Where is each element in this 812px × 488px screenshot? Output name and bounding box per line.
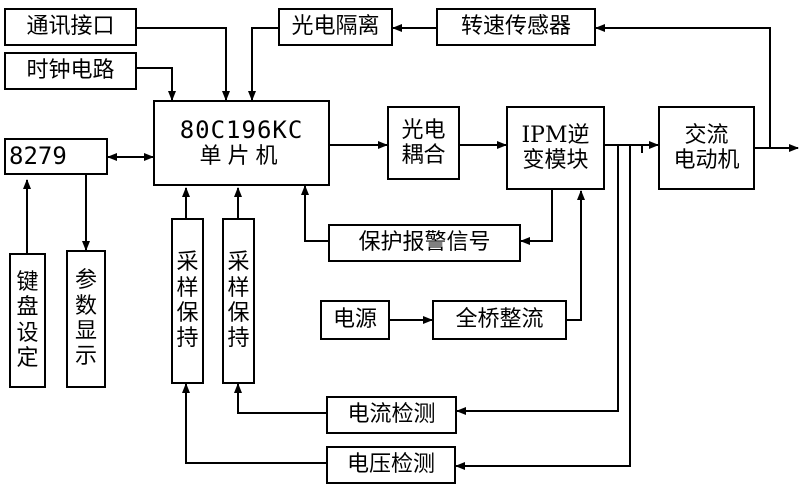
wire-line-to-voltage — [455, 145, 631, 470]
wire-isolation-to-mcu — [248, 27, 278, 101]
comm-interface-label: 通讯接口 — [26, 14, 115, 40]
wire-clock-to-mcu — [137, 67, 176, 101]
current-detect-label: 电流检测 — [347, 402, 436, 428]
wire-rectifier-to-ipm — [567, 190, 585, 321]
param-display-label: 参数显示 — [75, 268, 98, 370]
key-setting-label: 键盘设定 — [16, 269, 39, 371]
wire-comm-to-mcu — [137, 27, 230, 101]
speed-sensor-block: 转速传感器 — [436, 8, 596, 46]
sample-hold-2-block: 采样保持 — [222, 218, 255, 384]
sample-hold-2-label: 采样保持 — [227, 250, 250, 352]
photo-isolation-block: 光电隔离 — [278, 8, 393, 46]
clock-circuit-label: 时钟电路 — [26, 58, 115, 84]
voltage-detect-label: 电压检测 — [346, 452, 435, 478]
ac-motor-block: 交流 电动机 — [658, 106, 755, 190]
ipm-inverter-block: IPM逆 变模块 — [506, 106, 605, 190]
mcu-model-label: 80C196KC — [179, 115, 304, 144]
mcu-name-label: 单片机 — [199, 144, 284, 170]
full-bridge-block: 全桥整流 — [432, 300, 567, 340]
protect-alarm-block: 保护报警信号 — [328, 224, 521, 262]
chip-8279-label: 8279 — [9, 141, 67, 170]
sample-hold-1-block: 采样保持 — [171, 218, 204, 384]
photo-coupling-label: 光电 耦合 — [401, 117, 446, 168]
current-detect-block: 电流检测 — [326, 396, 457, 434]
ac-motor-label: 交流 电动机 — [673, 122, 740, 173]
chip-8279-block: 8279 — [4, 138, 108, 175]
photo-coupling-block: 光电 耦合 — [387, 106, 460, 180]
key-setting-block: 键盘设定 — [9, 253, 46, 388]
wire-voltage-to-sample1 — [182, 383, 326, 464]
power-source-block: 电源 — [320, 300, 390, 340]
clock-circuit-block: 时钟电路 — [4, 52, 137, 90]
sample-hold-1-label: 采样保持 — [176, 250, 199, 352]
comm-interface-block: 通讯接口 — [4, 8, 137, 46]
photo-isolation-label: 光电隔离 — [291, 14, 380, 40]
wire-current-to-sample2 — [234, 383, 326, 414]
speed-sensor-label: 转速传感器 — [460, 14, 571, 40]
power-source-label: 电源 — [332, 307, 377, 333]
voltage-detect-block: 电压检测 — [326, 446, 456, 484]
mcu-block: 80C196KC 单片机 — [153, 100, 330, 186]
full-bridge-label: 全桥整流 — [455, 307, 544, 333]
wire-alarm-to-mcu — [301, 185, 328, 242]
protect-alarm-label: 保护报警信号 — [358, 230, 491, 256]
wire-ipm-to-alarm — [520, 190, 553, 245]
ipm-inverter-label: IPM逆 变模块 — [521, 122, 590, 173]
wire-line-to-current — [456, 145, 619, 415]
param-display-block: 参数显示 — [66, 250, 106, 388]
